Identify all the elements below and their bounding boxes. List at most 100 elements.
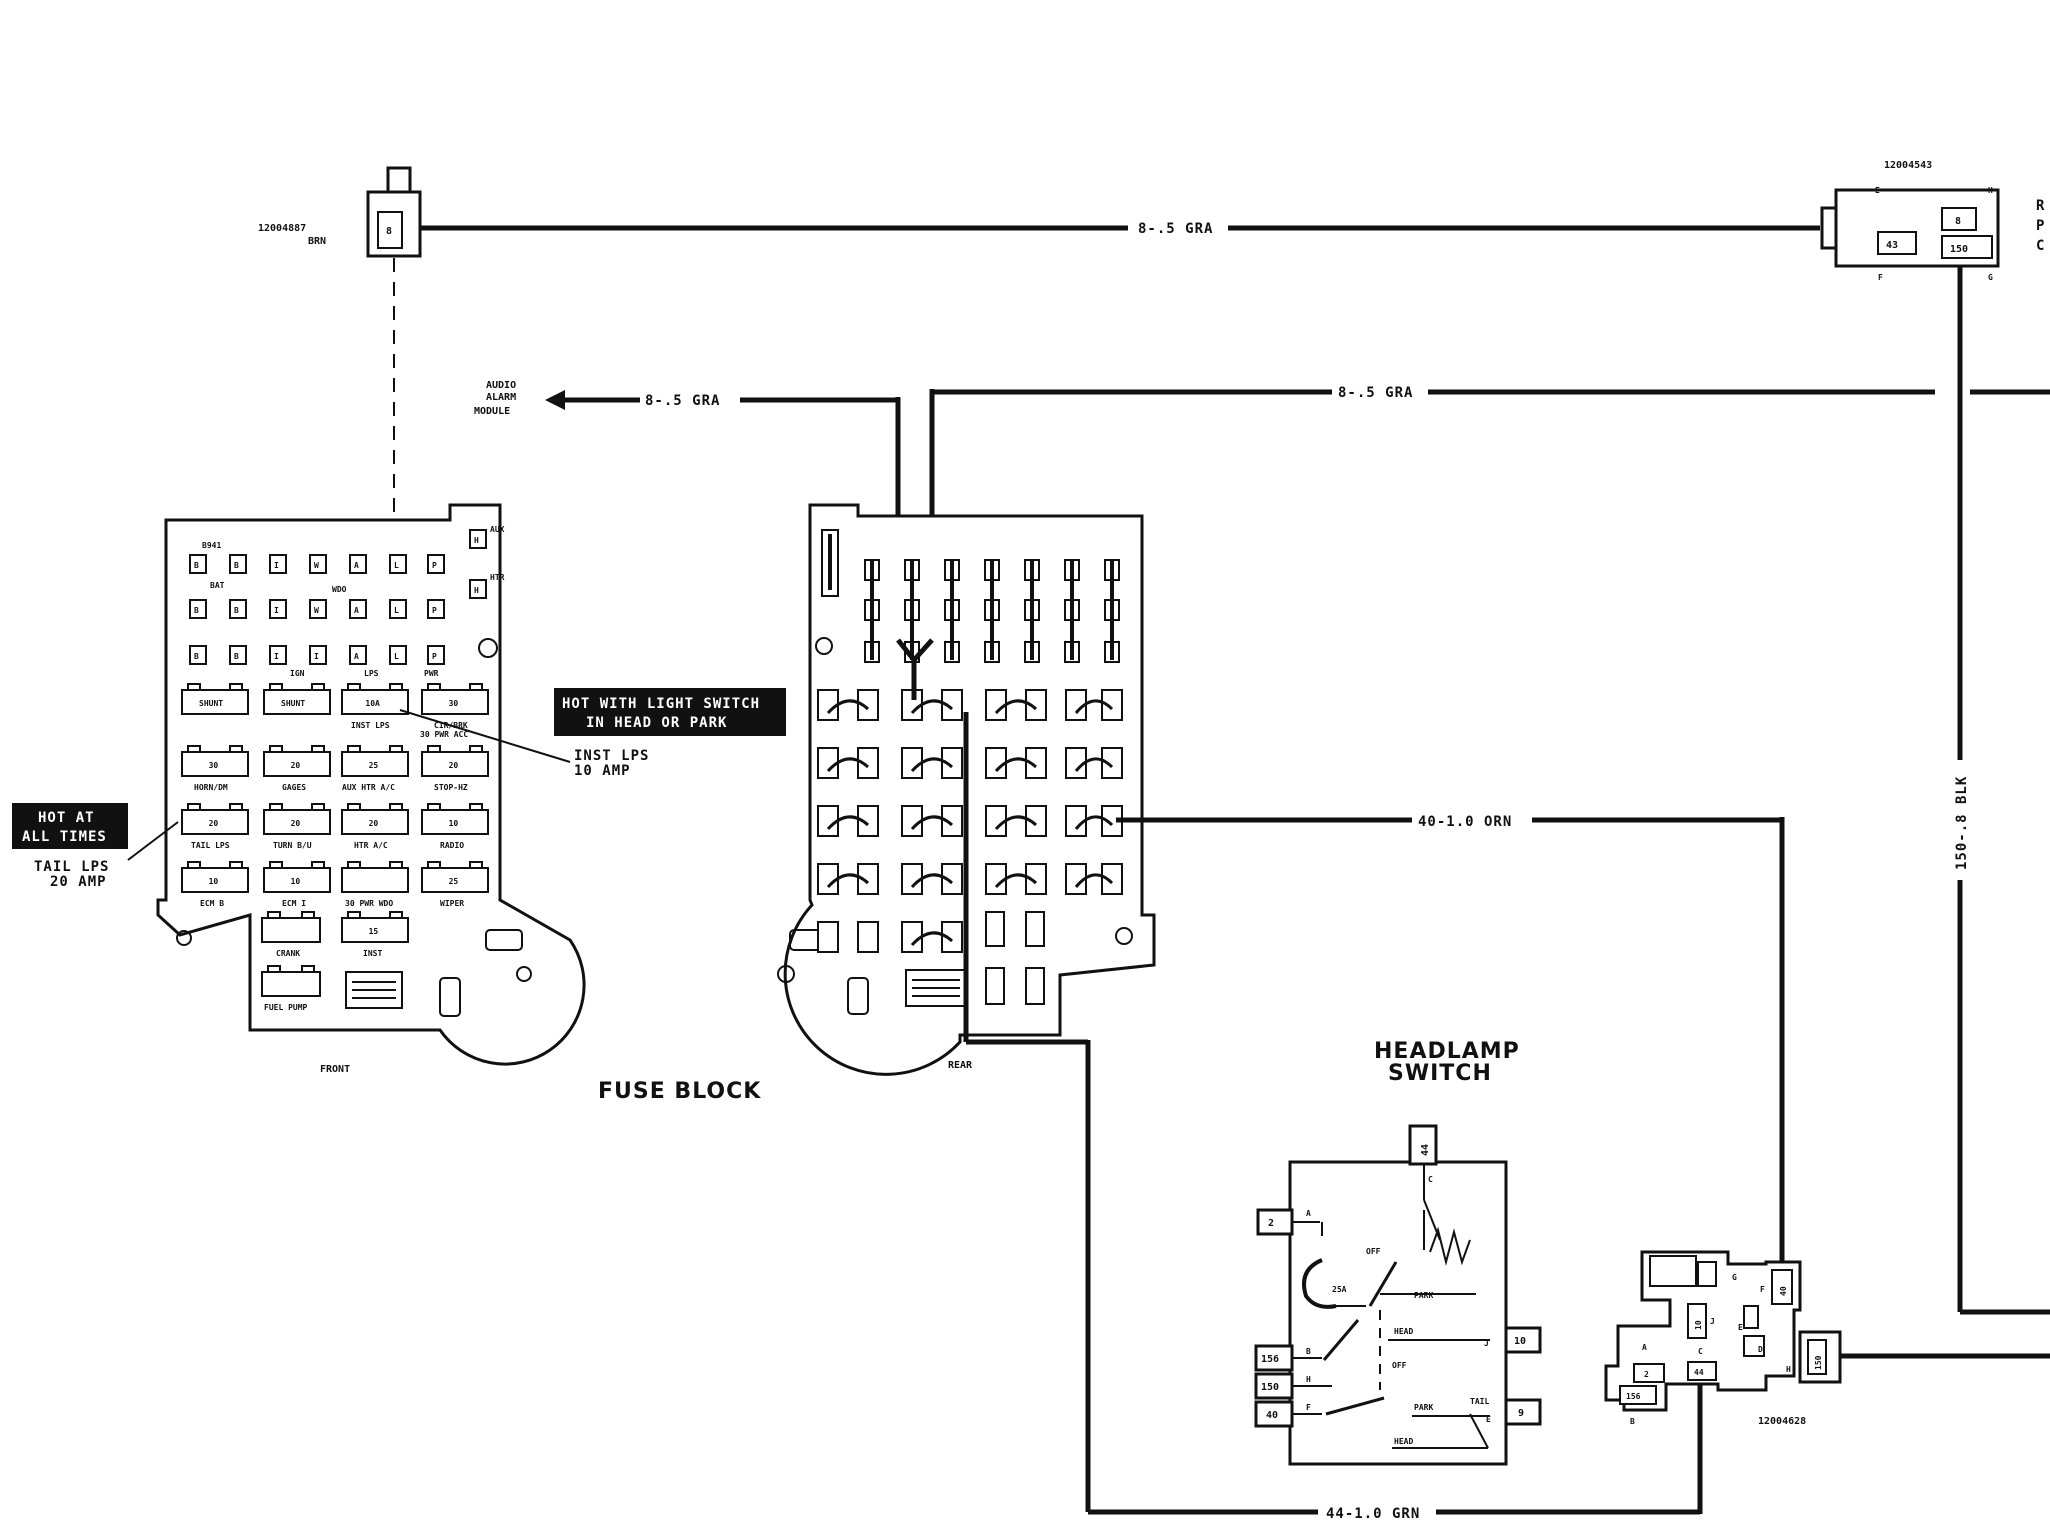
fuse-value: 20 bbox=[209, 819, 219, 828]
svg-text:IGN: IGN bbox=[290, 669, 305, 678]
rear-fuse-slot bbox=[1025, 747, 1047, 779]
fuse-value: 10 bbox=[449, 819, 459, 828]
rear-fuse-slot bbox=[857, 805, 879, 837]
svg-text:PARK: PARK bbox=[1414, 1291, 1433, 1300]
fuse-terminal bbox=[389, 645, 407, 665]
fuse-terminal bbox=[389, 554, 407, 574]
svg-text:B: B bbox=[1306, 1347, 1311, 1356]
fuse-terminal bbox=[389, 599, 407, 619]
fuse-name: TAIL LPS bbox=[191, 841, 230, 850]
fuse-value: 10 bbox=[209, 877, 219, 886]
fuse-terminal-label: A bbox=[354, 606, 359, 615]
front-label: FRONT bbox=[320, 1064, 350, 1075]
fuse-terminal bbox=[427, 645, 445, 665]
svg-text:P: P bbox=[2036, 218, 2045, 234]
tail-lps-label-2: 20 AMP bbox=[50, 874, 107, 890]
fuse-terminal bbox=[229, 554, 247, 574]
fuse-terminal bbox=[427, 599, 445, 619]
svg-text:150: 150 bbox=[1814, 1355, 1823, 1370]
fuse-name: TURN B/U bbox=[273, 841, 312, 850]
svg-text:44: 44 bbox=[1694, 1368, 1704, 1377]
fuse-name: RADIO bbox=[440, 841, 464, 850]
fuse-terminal bbox=[349, 645, 367, 665]
rear-fuse-slot bbox=[1025, 863, 1047, 895]
svg-text:AUX: AUX bbox=[490, 525, 505, 534]
connector-12004887: 8 12004887 BRN bbox=[258, 166, 422, 516]
fuse: 30 PWR WDO bbox=[341, 861, 409, 908]
svg-text:HEAD: HEAD bbox=[1394, 1327, 1413, 1336]
fuse-terminal bbox=[309, 554, 327, 574]
svg-text:40: 40 bbox=[1266, 1410, 1278, 1421]
svg-text:TAIL: TAIL bbox=[1470, 1397, 1489, 1406]
fuse-terminal-label: B bbox=[234, 652, 239, 661]
fuse-name: ECM B bbox=[200, 899, 224, 908]
rear-fuse-slot bbox=[941, 863, 963, 895]
fuse-terminal bbox=[269, 645, 287, 665]
fuse-value: 20 bbox=[291, 819, 301, 828]
fuse-name: AUX HTR A/C bbox=[342, 783, 395, 792]
svg-text:J: J bbox=[1710, 1317, 1715, 1326]
inst-lps-label-2: 10 AMP bbox=[574, 763, 631, 779]
fuse-terminal-label: B bbox=[234, 606, 239, 615]
fuse-terminal-label: B bbox=[194, 606, 199, 615]
connector-12004628: 40 10 2 156 44 150 G F J E D A C H B 120… bbox=[1604, 1250, 2050, 1427]
svg-text:44: 44 bbox=[1420, 1144, 1431, 1156]
svg-text:10: 10 bbox=[1694, 1320, 1703, 1330]
rear-fuse-slot bbox=[941, 805, 963, 837]
wire-right-top-label: 8-.5 GRA bbox=[1338, 385, 1413, 401]
fuse-terminal-label: I bbox=[274, 561, 279, 570]
svg-text:E: E bbox=[1486, 1415, 1491, 1424]
rear-internal-wires bbox=[896, 638, 934, 700]
fuse-name: HORN/DM bbox=[194, 783, 228, 792]
svg-text:H: H bbox=[474, 586, 479, 595]
svg-text:HOT WITH LIGHT SWITCH: HOT WITH LIGHT SWITCH bbox=[562, 696, 760, 712]
svg-text:2: 2 bbox=[1268, 1218, 1274, 1229]
audio-module-label-2: ALARM bbox=[486, 392, 516, 403]
wire-orn-label: 40-1.0 ORN bbox=[1418, 814, 1512, 830]
rear-fuse-slot bbox=[941, 689, 963, 721]
fuse-terminal-label: W bbox=[314, 561, 319, 570]
svg-text:BAT: BAT bbox=[210, 581, 225, 590]
svg-text:156: 156 bbox=[1261, 1354, 1279, 1365]
svg-text:H: H bbox=[1786, 1365, 1791, 1374]
fuse: CRANK bbox=[261, 911, 321, 958]
svg-text:C: C bbox=[1428, 1175, 1433, 1184]
fuse: SHUNT bbox=[263, 683, 331, 715]
svg-text:D: D bbox=[1758, 1345, 1763, 1354]
svg-text:R: R bbox=[2036, 198, 2045, 214]
fuse: FUEL PUMP bbox=[261, 965, 321, 1012]
fuse-value: 10A bbox=[365, 699, 380, 708]
svg-text:30 PWR ACC: 30 PWR ACC bbox=[420, 730, 468, 739]
conn-top-left-part: 12004887 bbox=[258, 223, 306, 234]
fuse-terminal-label: L bbox=[394, 561, 399, 570]
fuse-terminal bbox=[349, 554, 367, 574]
fuse: SHUNT bbox=[181, 683, 249, 715]
fuse-terminal bbox=[229, 645, 247, 665]
rear-fuse-slot bbox=[941, 747, 963, 779]
fuse-terminal-label: B bbox=[194, 652, 199, 661]
headlamp-switch: HEADLAMP SWITCH 44 2 156 150 40 10 9 bbox=[1254, 1039, 1542, 1466]
svg-text:E: E bbox=[1875, 186, 1880, 195]
bottom-conn-part: 12004628 bbox=[1758, 1416, 1806, 1427]
svg-text:H: H bbox=[474, 536, 479, 545]
fuse-name: 30 PWR WDO bbox=[345, 899, 393, 908]
fuse-front-top-label: B941 bbox=[202, 541, 221, 550]
svg-text:SWITCH: SWITCH bbox=[1388, 1061, 1492, 1086]
svg-text:150: 150 bbox=[1261, 1382, 1279, 1393]
fuse-name: CRANK bbox=[276, 949, 300, 958]
fuse-terminal bbox=[189, 599, 207, 619]
fuse-terminal-label: L bbox=[394, 652, 399, 661]
fuse-terminal-label: P bbox=[432, 652, 437, 661]
svg-text:WDO: WDO bbox=[332, 585, 347, 594]
fuse-value: 30 bbox=[449, 699, 459, 708]
conn-top-right-pin-43: 43 bbox=[1886, 240, 1898, 251]
svg-text:PWR: PWR bbox=[424, 669, 439, 678]
